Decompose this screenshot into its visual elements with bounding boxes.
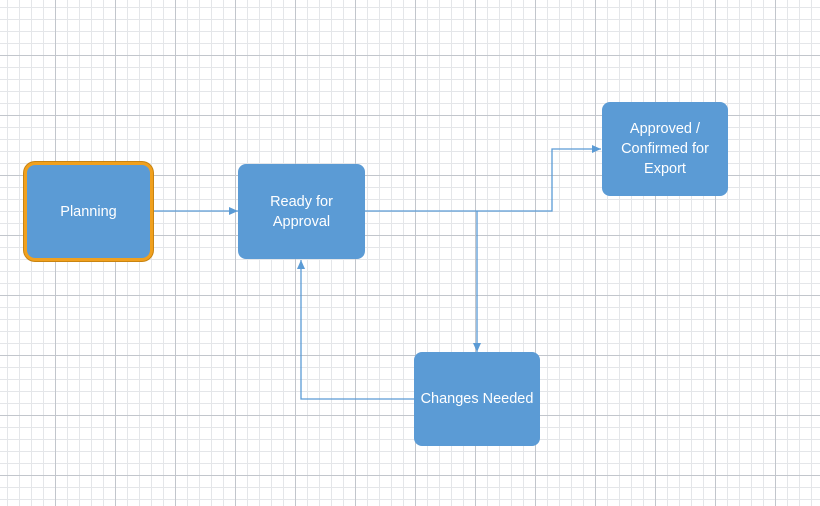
node-planning[interactable]: Planning [27,165,150,258]
node-approved-confirmed[interactable]: Approved / Confirmed for Export [602,102,728,196]
connector-changes-to-ready[interactable] [297,260,414,400]
node-ready-for-approval-label: Ready for Approval [270,193,333,230]
node-planning-label: Planning [60,203,117,220]
node-ready-for-approval[interactable]: Ready for Approval [238,164,365,259]
node-changes-needed[interactable]: Changes Needed [414,352,540,446]
connector-ready-to-approved[interactable] [365,145,601,212]
node-approved-confirmed-label: Approved / Confirmed for Export [621,121,709,177]
node-changes-needed-label: Changes Needed [420,391,534,407]
